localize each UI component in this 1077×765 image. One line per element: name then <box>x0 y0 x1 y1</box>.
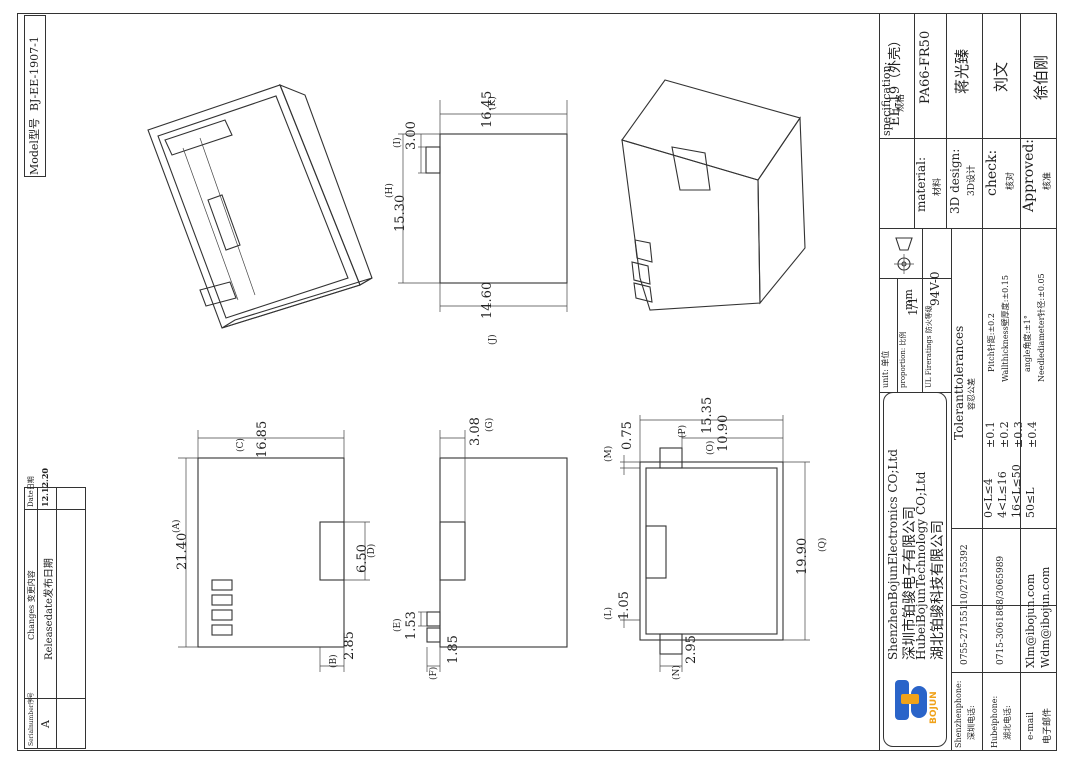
dim-H: 15.30 <box>393 194 408 232</box>
approved-label: Approved: <box>1021 138 1037 212</box>
proportion-value: 1/1 <box>906 296 920 316</box>
dim-A: 21.40 <box>175 532 190 570</box>
dim-A-tag: (A) <box>172 519 182 533</box>
tol-v2: ±0.2 <box>998 421 1011 448</box>
dim-C-tag: (C) <box>236 438 246 452</box>
dim-G: 3.08 <box>468 417 483 446</box>
tol-angle: angle角度:±1° <box>1023 315 1032 372</box>
dim-N: 2.95 <box>684 635 699 664</box>
iso-view-closed <box>621 79 806 311</box>
model-box <box>24 15 46 177</box>
sz-phone-label-cn: 深圳电话: <box>967 705 976 740</box>
fire-label: UL Fireratings 防火等级 <box>925 305 933 388</box>
drawing-frame <box>17 13 1057 751</box>
spec-value-display: EE-19（外壳） <box>888 33 903 126</box>
dim-N-tag: (N) <box>672 665 682 680</box>
dim-D-tag: (D) <box>367 543 377 558</box>
tol-r4: 50≤L <box>1024 487 1037 518</box>
side-view-bottom <box>418 430 568 672</box>
dim-C: 16.85 <box>255 420 270 458</box>
company-cn-2: 湖北铂骏科技有限公司 <box>930 520 946 660</box>
fire-value: 94V-0 <box>928 271 942 306</box>
dim-F-tag: (F) <box>429 666 439 680</box>
tol-v4: ±0.4 <box>1026 421 1039 448</box>
tol-r3: 16<L≤50 <box>1010 464 1023 518</box>
dim-J: 14.60 <box>480 281 495 319</box>
dim-G-tag: (G) <box>485 417 495 432</box>
tol-r2: 4<L≤16 <box>996 471 1009 518</box>
email-2: Wdm@ibojun.com <box>1039 566 1052 668</box>
company-logo: BOJUN <box>891 676 939 732</box>
dim-O: 10.90 <box>716 414 731 452</box>
dim-Q-tag: (Q) <box>818 537 828 552</box>
tol-r1: 0<L≤4 <box>982 478 995 518</box>
hb-phone-label: Hubeiphone: <box>990 695 999 748</box>
design-label: 3D design: <box>948 148 962 214</box>
design-value: 蒋光臻 <box>953 48 971 94</box>
projection-symbol-icon <box>894 237 914 274</box>
sz-phone: 0755-27155110/27155392 <box>960 544 970 665</box>
dim-H-tag: (H) <box>385 183 395 198</box>
check-value: 刘文 <box>992 61 1010 92</box>
email-1: Xlm@ibojun.com <box>1024 573 1037 668</box>
tol-wall: Wallthickness壁厚度:±0.15 <box>1001 275 1010 382</box>
check-label-cn: 核对 <box>1006 171 1016 190</box>
drawing-views <box>147 79 810 672</box>
dim-B: 2.85 <box>342 631 357 660</box>
dim-M-tag: (M) <box>604 445 614 462</box>
check-label: check: <box>984 149 1000 196</box>
unit-label: unit: 单位 <box>881 350 890 388</box>
tol-title: Toleranttolerances <box>952 325 966 440</box>
dim-L: 1.05 <box>617 591 632 620</box>
proportion-label: proportion: 比例 <box>899 331 907 388</box>
dim-Q: 19.90 <box>795 537 810 575</box>
tol-title-cn: 容忍公差 <box>967 378 976 410</box>
dim-E: 1.53 <box>404 611 419 640</box>
email-label: e-mail <box>1026 711 1036 740</box>
design-label-cn: 3D设计 <box>967 165 977 196</box>
material-label-cn: 材料 <box>933 177 943 196</box>
dim-O-tag: (O) <box>706 440 716 455</box>
top-view <box>620 415 810 672</box>
company-en-1: ShenzhenBojunElectronics CO;Ltd <box>886 449 900 660</box>
dim-F: 1.85 <box>446 635 461 664</box>
material-label: material: <box>914 156 928 212</box>
dim-P: 15.35 <box>700 396 715 434</box>
hb-phone: 0715-3061868/3065989 <box>996 555 1006 665</box>
dim-I: 3.00 <box>404 121 419 150</box>
dim-B-tag: (B) <box>329 654 339 668</box>
hb-phone-label-cn: 湖北电话: <box>1003 705 1012 740</box>
material-value: PA66-FR50 <box>918 30 933 104</box>
dim-J-tag: (J) <box>488 334 498 345</box>
dim-M: 0.75 <box>620 421 635 450</box>
dim-I-tag: (I) <box>393 137 403 148</box>
approved-label-cn: 核准 <box>1043 171 1053 190</box>
dim-E-tag: (E) <box>393 618 403 632</box>
sz-phone-label: Shenzhenphone: <box>954 680 963 748</box>
front-view <box>178 430 370 672</box>
changes-table <box>24 487 86 749</box>
logo-text: BOJUN <box>929 691 939 724</box>
tol-v3: ±0.3 <box>1012 421 1025 448</box>
company-en-2: HubeiBojunTechnology CO;Ltd <box>914 471 928 660</box>
dim-K-tag: (K) <box>488 96 498 110</box>
tol-pitch: Pitch针距:±0.2 <box>987 313 996 372</box>
email-label-cn: 电子邮件 <box>1043 707 1053 744</box>
approved-value: 徐伯刚 <box>1032 54 1050 100</box>
dim-L-tag: (L) <box>604 607 614 620</box>
iso-view-open <box>147 84 373 329</box>
dim-P-tag: (P) <box>678 424 688 438</box>
tol-v1: ±0.1 <box>984 421 997 448</box>
side-view-top <box>398 100 568 312</box>
tol-needle: Needlediameter针径:±0.05 <box>1037 273 1046 382</box>
